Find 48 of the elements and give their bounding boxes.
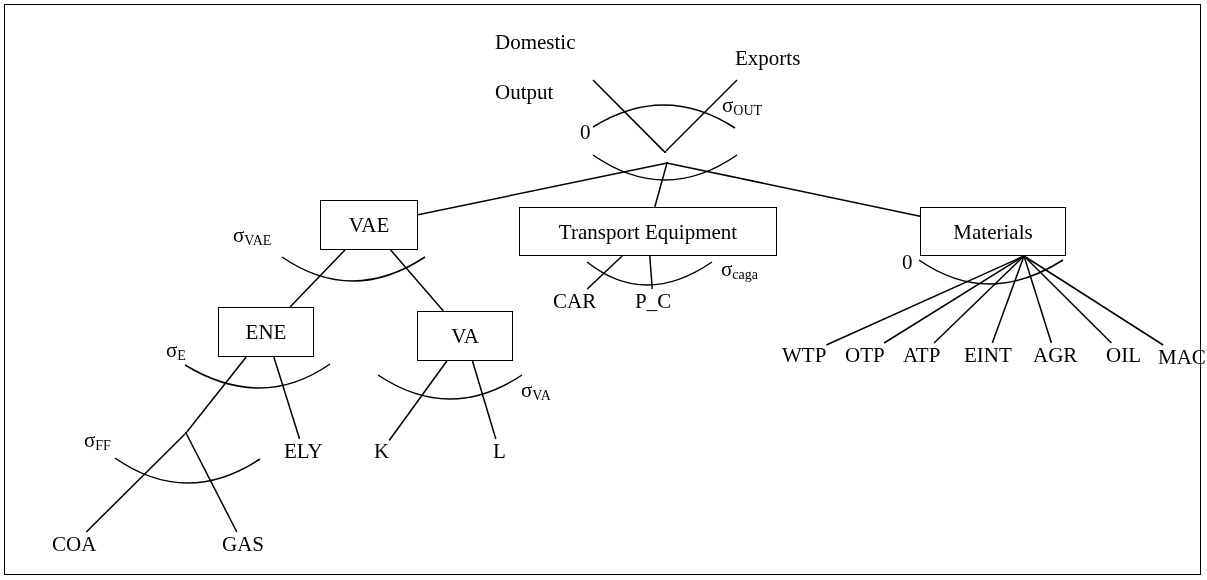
leaf-label: K	[374, 439, 390, 463]
leaf-label: P_C	[635, 289, 672, 313]
elasticity-label: σ$_{VAE}$	[233, 223, 272, 250]
connector-line	[933, 255, 1025, 344]
leaf-label: OIL	[1106, 343, 1141, 367]
connector-line	[1023, 255, 1053, 344]
leaf-label: Exports	[735, 46, 801, 70]
nest-box: ENE	[218, 307, 314, 357]
connector-line	[1023, 255, 1164, 346]
connector-line	[389, 249, 445, 312]
leaf-label: GAS	[222, 532, 264, 556]
connector-line	[471, 360, 497, 440]
leaf-label: EINT	[964, 343, 1012, 367]
nest-box: VAE	[320, 200, 418, 250]
connector-line	[388, 360, 448, 442]
nest-box: Transport Equipment	[519, 207, 777, 256]
leaf-label: ELY	[284, 439, 323, 463]
nest-box: VA	[417, 311, 513, 361]
leaf-label: OTP	[845, 343, 885, 367]
connector-line	[991, 255, 1025, 344]
connector-line	[289, 249, 346, 308]
elasticity-label: σ$_{caga}$	[721, 257, 758, 284]
connector-line	[654, 163, 668, 208]
connector-line	[649, 255, 653, 290]
connector-line	[273, 356, 301, 440]
leaf-label: ATP	[903, 343, 941, 367]
elasticity-label: σ$_{FF}$	[84, 428, 111, 455]
leaf-label: WTP	[782, 343, 827, 367]
connector-line	[665, 79, 738, 152]
leaf-label: L	[493, 439, 506, 463]
elasticity-label: σ$_{VA}$	[521, 378, 551, 405]
connector-line	[85, 433, 186, 533]
elasticity-label: 0	[902, 250, 913, 274]
leaf-label: CAR	[553, 289, 597, 313]
elasticity-label: σ$_{E}$	[166, 338, 186, 365]
elasticity-label: σ$_{OUT}$	[722, 93, 763, 120]
connector-line	[1023, 255, 1113, 344]
leaf-label: Domestic Output	[495, 17, 575, 117]
connector-line	[592, 79, 665, 153]
leaf-label: AGR	[1033, 343, 1078, 367]
elasticity-label: 0	[580, 120, 591, 144]
connector-line	[586, 255, 623, 290]
connector-line	[667, 162, 921, 217]
connector-line	[417, 162, 667, 216]
connector-line	[186, 356, 247, 433]
connector-line	[185, 433, 238, 533]
nest-box: Materials	[920, 207, 1066, 256]
leaf-label: COA	[52, 532, 97, 556]
